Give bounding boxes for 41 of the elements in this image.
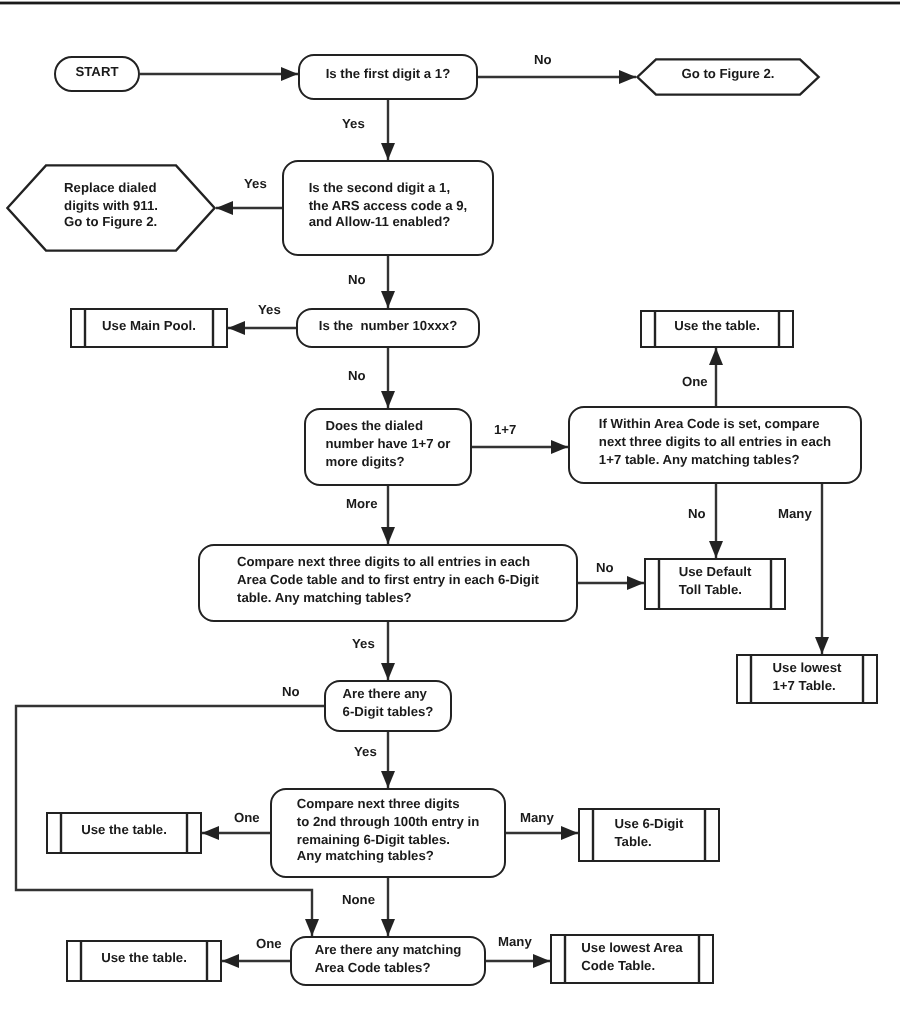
predefined-process-box: [46, 812, 202, 854]
flow-arrow: [709, 348, 723, 406]
predefined-process-box: [578, 808, 720, 862]
offpage-hexagon: [6, 164, 216, 252]
predefined-process-box: [736, 654, 878, 704]
flow-arrow: [578, 576, 644, 590]
flow-arrow: [486, 954, 550, 968]
flow-arrow: [381, 878, 395, 936]
start-terminator: [54, 56, 140, 92]
decision-box: [198, 544, 578, 622]
decision-box: [282, 160, 494, 256]
flow-arrow: [381, 486, 395, 544]
decision-box: [324, 680, 452, 732]
predefined-process-box: [644, 558, 786, 610]
decision-box: [304, 408, 472, 486]
flow-arrow: [506, 826, 578, 840]
flow-arrow: [222, 954, 290, 968]
flow-arrow: [709, 484, 723, 558]
decision-box: [296, 308, 480, 348]
flow-arrow: [202, 826, 270, 840]
flow-arrow: [472, 440, 568, 454]
flow-arrow: [381, 348, 395, 408]
decision-box: [568, 406, 862, 484]
flow-arrow: [228, 321, 296, 335]
decision-box: [270, 788, 506, 878]
flow-arrow: [381, 256, 395, 308]
flow-arrow: [381, 732, 395, 788]
flow-arrow: [140, 67, 298, 81]
flow-arrow: [815, 484, 829, 654]
decision-box: [290, 936, 486, 986]
offpage-hexagon: [636, 58, 820, 96]
flow-arrow: [478, 70, 636, 84]
decision-box: [298, 54, 478, 100]
flow-arrow: [216, 201, 282, 215]
predefined-process-box: [66, 940, 222, 982]
flow-arrow: [381, 622, 395, 680]
predefined-process-box: [70, 308, 228, 348]
predefined-process-box: [640, 310, 794, 348]
flow-arrow: [381, 100, 395, 160]
flow-arrow: [14, 704, 324, 936]
predefined-process-box: [550, 934, 714, 984]
